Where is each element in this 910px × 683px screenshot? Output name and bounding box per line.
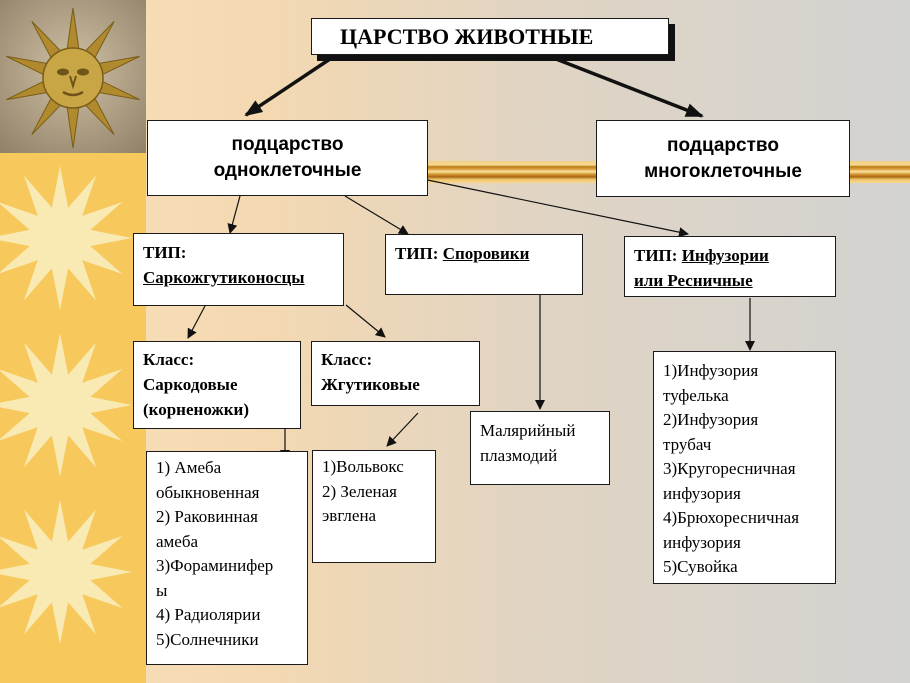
type-sarcomastigophora: ТИП: Саркожгутиконосцы <box>133 233 344 306</box>
kingdom-title-box: ЦАРСТВО ЖИВОТНЫЕ <box>311 18 669 55</box>
type-prefix: ТИП: <box>143 243 187 262</box>
list-line: Малярийный <box>480 421 576 440</box>
list-line: 3)Фораминифер <box>156 556 274 575</box>
type-name: Саркожгутиконосцы <box>143 268 305 287</box>
list-line: 4)Брюхоресничная <box>663 508 800 527</box>
list-line: ы <box>156 580 168 600</box>
list-line: амеба <box>156 531 199 551</box>
arrow <box>344 195 409 235</box>
class-prefix: Класс: <box>321 350 373 369</box>
type-name: Инфузории <box>681 246 769 265</box>
subkingdom-unicellular: подцарство одноклеточные <box>147 120 428 196</box>
list-line: инфузория <box>663 532 741 552</box>
class-note: (корненожки) <box>143 400 249 419</box>
subkingdom-name: многоклеточные <box>644 160 802 182</box>
arrow <box>555 57 704 118</box>
type-sporozoa: ТИП: Споровики <box>385 234 583 295</box>
type-prefix: ТИП: <box>395 244 439 263</box>
list-line: эвглена <box>322 506 377 525</box>
list-line: 5)Солнечники <box>156 629 259 649</box>
list-line: обыкновенная <box>156 482 260 502</box>
class-prefix: Класс: <box>143 350 195 369</box>
list-line: 1) Амеба <box>156 458 222 477</box>
type-name: Споровики <box>442 244 530 263</box>
list-line: 3)Кругоресничная <box>663 459 796 478</box>
sun-icon <box>0 166 132 310</box>
sun-icon <box>0 500 132 644</box>
class-name: Жгутиковые <box>321 375 420 394</box>
list-line: трубач <box>663 434 712 454</box>
arrow <box>412 176 689 238</box>
kingdom-title: ЦАРСТВО ЖИВОТНЫЕ <box>340 23 594 49</box>
type-ciliophora: ТИП: Инфузории или Ресничные <box>624 236 836 297</box>
sun-mask-icon <box>6 7 140 149</box>
list-line: 2) Зеленая <box>322 481 397 501</box>
list-line: 2) Раковинная <box>156 507 258 526</box>
sun-icon <box>0 333 132 477</box>
ciliates-species-list: 1)Инфузория туфелька 2)Инфузория трубач … <box>653 351 836 584</box>
list-line: 1)Инфузория <box>663 361 759 380</box>
type-name-cont: или Ресничные <box>634 271 753 290</box>
flagellates-species-list: 1)Вольвокс 2) Зеленая эвглена <box>312 450 436 563</box>
list-line: 4) Радиолярии <box>156 605 261 624</box>
arrow <box>386 412 419 447</box>
type-prefix: ТИП: <box>634 246 678 265</box>
arrow <box>227 195 241 234</box>
subkingdom-multicellular: подцарство многоклеточные <box>596 120 850 197</box>
list-line: инфузория <box>663 483 741 503</box>
sarcodina-species-list: 1) Амеба обыкновенная 2) Раковинная амеб… <box>146 451 308 665</box>
class-sarcodina: Класс: Саркодовые (корненожки) <box>133 341 301 429</box>
class-flagellates: Класс: Жгутиковые <box>311 341 480 406</box>
list-line: туфелька <box>663 385 729 405</box>
sporozoa-species-list: Малярийный плазмодий <box>470 411 610 485</box>
class-name: Саркодовые <box>143 375 238 394</box>
list-line: 2)Инфузория <box>663 410 759 429</box>
subkingdom-label: подцарство <box>667 134 779 156</box>
arrow <box>187 305 206 339</box>
list-line: плазмодий <box>480 445 558 465</box>
list-line: 1)Вольвокс <box>322 457 404 476</box>
subkingdom-label: подцарство <box>231 134 344 155</box>
list-line: 5)Сувойка <box>663 557 738 576</box>
subkingdom-name: одноклеточные <box>213 160 362 181</box>
arrow <box>345 304 386 338</box>
arrow <box>244 57 331 117</box>
